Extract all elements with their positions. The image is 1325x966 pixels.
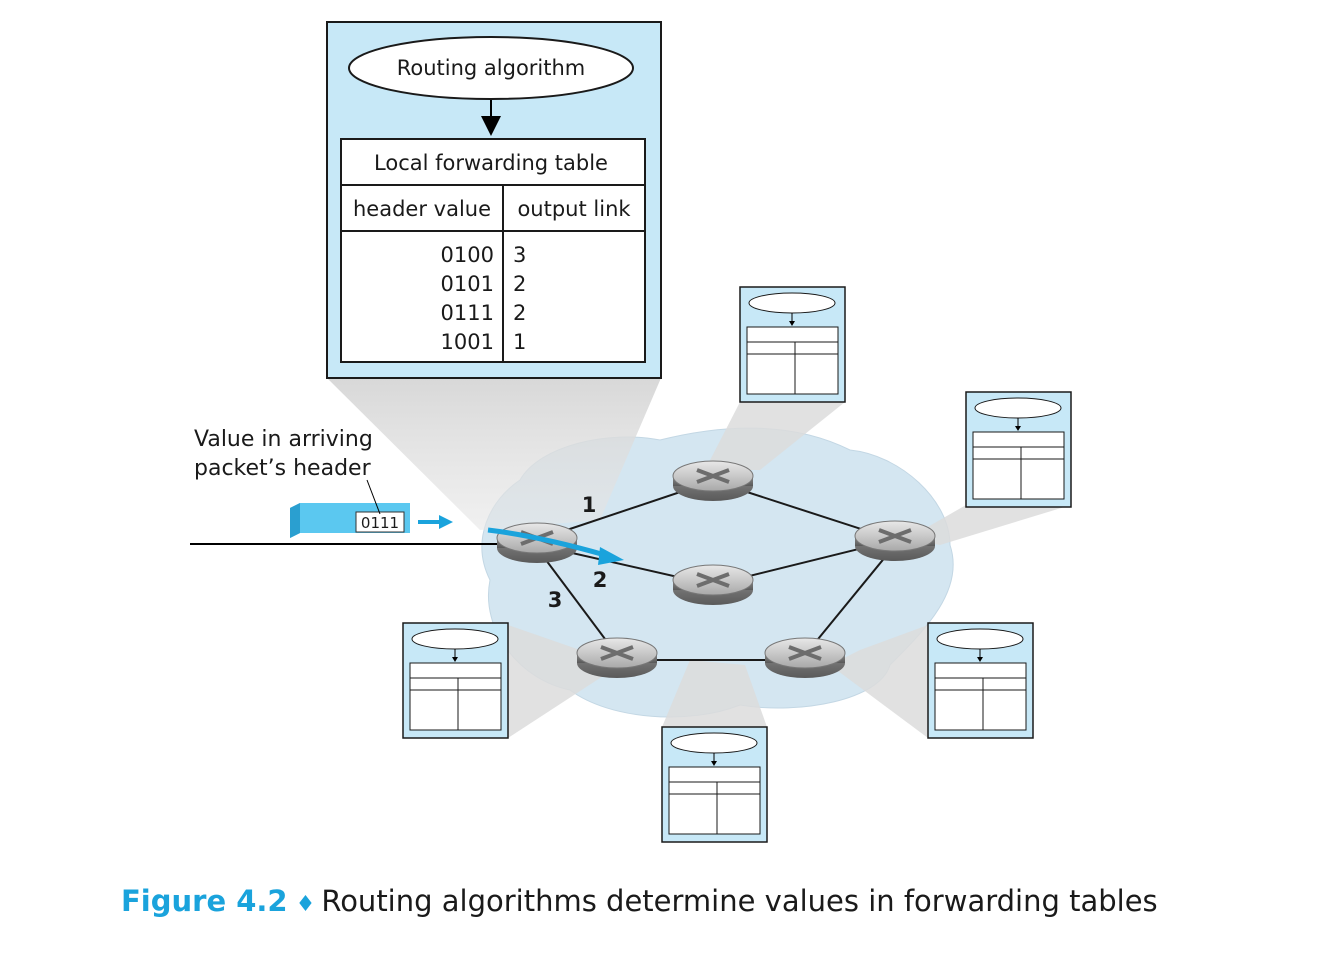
table-row-1-link: 2	[513, 272, 526, 296]
forwarding-arrowhead	[598, 547, 624, 565]
link-label-3: 3	[548, 588, 563, 612]
caption-text: Routing algorithms determine values in f…	[321, 884, 1158, 918]
mini-panel-right	[965, 391, 1072, 508]
forwarding-path-arrow	[487, 527, 606, 558]
forwarding-table	[340, 138, 646, 363]
router-lower-left[interactable]	[576, 637, 658, 678]
routing-algorithm-label: Routing algorithm	[397, 56, 586, 80]
projection-cone-right	[905, 505, 1071, 545]
mini-panel-lower-right	[927, 622, 1034, 739]
packet-motion-arrowhead	[439, 515, 453, 529]
table-row-3-link: 1	[513, 330, 526, 354]
column-output-link: output link	[517, 197, 631, 221]
table-row-0-link: 3	[513, 243, 526, 267]
caption-separator: ♦	[295, 892, 316, 917]
annotation-leader	[366, 479, 381, 515]
projection-cone-bottom	[662, 660, 767, 727]
projection-cone-lower-left	[508, 625, 620, 738]
link-label-2: 2	[593, 568, 608, 592]
routing-algorithm-ellipse	[348, 36, 634, 100]
router-lower-right[interactable]	[764, 637, 846, 678]
table-row-1-header: 0101	[441, 272, 494, 296]
router-middle[interactable]	[672, 564, 754, 605]
table-row-0-header: 0100	[441, 243, 494, 267]
table-row-2-link: 2	[513, 301, 526, 325]
router-top[interactable]	[672, 460, 754, 501]
table-row-3-header: 1001	[441, 330, 494, 354]
mini-panel-top	[739, 286, 846, 403]
figure-number: Figure 4.2	[121, 884, 288, 918]
router-right[interactable]	[854, 520, 936, 561]
forwarding-table-title: Local forwarding table	[374, 151, 608, 175]
packet-header-value: 0111	[361, 514, 399, 532]
main-projection-cone	[327, 378, 661, 530]
annotation-line2: packet’s header	[194, 456, 372, 481]
projection-cone-lower-right	[830, 625, 928, 738]
table-row-2-header: 0111	[441, 301, 494, 325]
projection-cone-top	[705, 402, 845, 470]
figure-caption: Figure 4.2 ♦Routing algorithms determine …	[121, 884, 1158, 918]
column-header-value: header value	[353, 197, 491, 221]
main-router-panel: Routing algorithm Local forwarding table…	[326, 21, 662, 379]
mini-panel-bottom	[661, 726, 768, 843]
annotation-line1: Value in arriving	[194, 427, 373, 452]
link-label-1: 1	[582, 493, 597, 517]
arriving-packet: 0111	[290, 503, 410, 538]
mini-panel-lower-left	[402, 622, 509, 739]
